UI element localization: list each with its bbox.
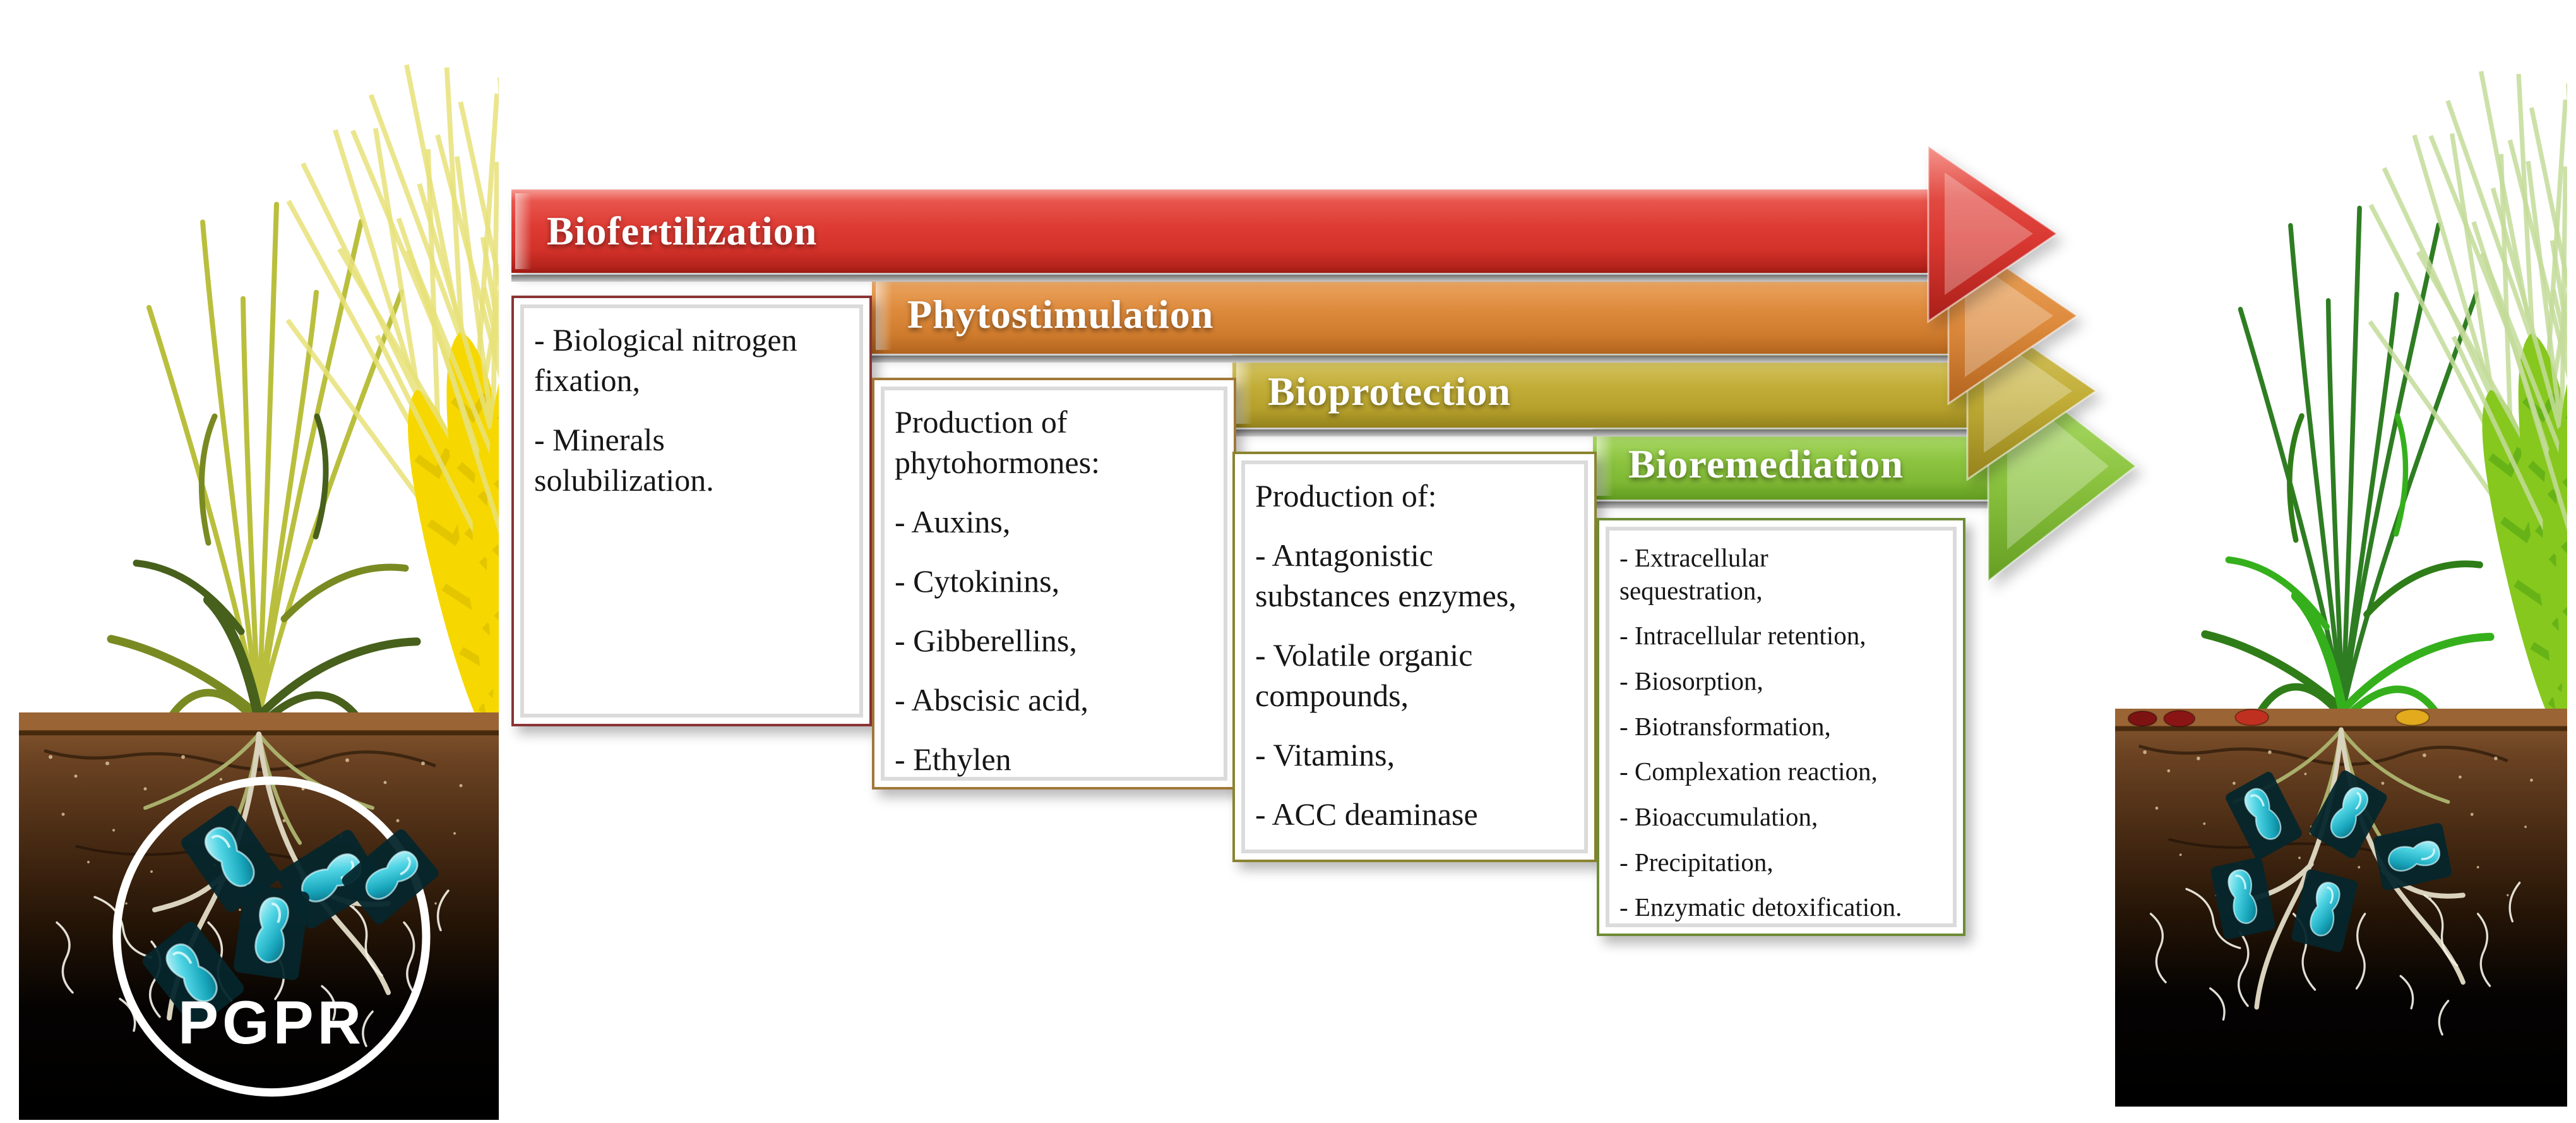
box-item: - Bioaccumulation, — [1619, 802, 1818, 831]
box-item: - Abscisic acid, — [895, 682, 1088, 718]
surface-fruits — [2127, 709, 2430, 728]
arrow-label: Phytostimulation — [907, 292, 1214, 337]
box-item: - Gibberellins, — [895, 623, 1077, 658]
box-biofertilization-details: - Biological nitrogen fixation, - Minera… — [511, 296, 872, 726]
box-item: Production of: — [1255, 478, 1437, 513]
box-item: - Volatile organic compounds, — [1255, 637, 1473, 713]
box-bioprotection-details: Production of: - Antagonistic substances… — [1232, 452, 1597, 862]
box-item: - Vitamins, — [1255, 737, 1395, 772]
box-phytostimulation-details: Production of phytohormones: - Auxins, -… — [872, 378, 1236, 790]
box-item: - Minerals solubilization. — [534, 422, 714, 498]
arrow-phytostimulation: Phytostimulation — [872, 275, 1959, 363]
box-item: - ACC deaminase — [1255, 796, 1478, 832]
left-soil-block: PGPR — [19, 712, 499, 1120]
fruit-icon — [2234, 709, 2270, 726]
right-soil-block — [2115, 709, 2567, 1107]
fruit-icon — [2163, 709, 2196, 728]
box-item: - Biosorption, — [1619, 666, 1763, 695]
box-bioremediation-details: - Extracellular sequestration, - Intrace… — [1597, 518, 1965, 936]
box-item: - Auxins, — [895, 504, 1011, 539]
box-item: - Complexation reaction, — [1619, 757, 1878, 786]
box-item: - Extracellular sequestration, — [1619, 543, 1768, 605]
arrow-bioremediation: Bioremediation — [1593, 429, 2005, 508]
box-item: Production of phytohormones: — [895, 404, 1100, 480]
fruit-icon — [2127, 710, 2157, 727]
box-item: - Enzymatic detoxification. — [1619, 892, 1902, 922]
arrow-bioprotection: Bioprotection — [1232, 355, 1981, 436]
box-item: - Intracellular retention, — [1619, 621, 1866, 651]
arrow-label: Bioremediation — [1628, 441, 1904, 486]
bacterium-icon — [233, 884, 310, 981]
arrow-biofertilization: Biofertilization — [511, 189, 1935, 282]
box-item: - Antagonistic substances enzymes, — [1255, 537, 1517, 613]
box-item: - Biological nitrogen fixation, — [534, 322, 797, 398]
pgpr-label: PGPR — [178, 989, 365, 1057]
box-item: - Cytokinins, — [895, 563, 1060, 599]
stressed-wheat-plant — [19, 11, 499, 720]
fruit-icon — [2395, 709, 2430, 726]
box-item: - Ethylen — [895, 742, 1011, 777]
arrow-label: Bioprotection — [1268, 368, 1512, 414]
arrow-label: Biofertilization — [547, 208, 818, 253]
healthy-wheat-plant — [2119, 19, 2567, 714]
arrowhead-biofertilization-icon — [1927, 144, 2059, 323]
box-item: - Biotransformation, — [1619, 711, 1831, 741]
pgpr-circle — [112, 776, 431, 1097]
box-item: - Precipitation, — [1619, 847, 1774, 877]
